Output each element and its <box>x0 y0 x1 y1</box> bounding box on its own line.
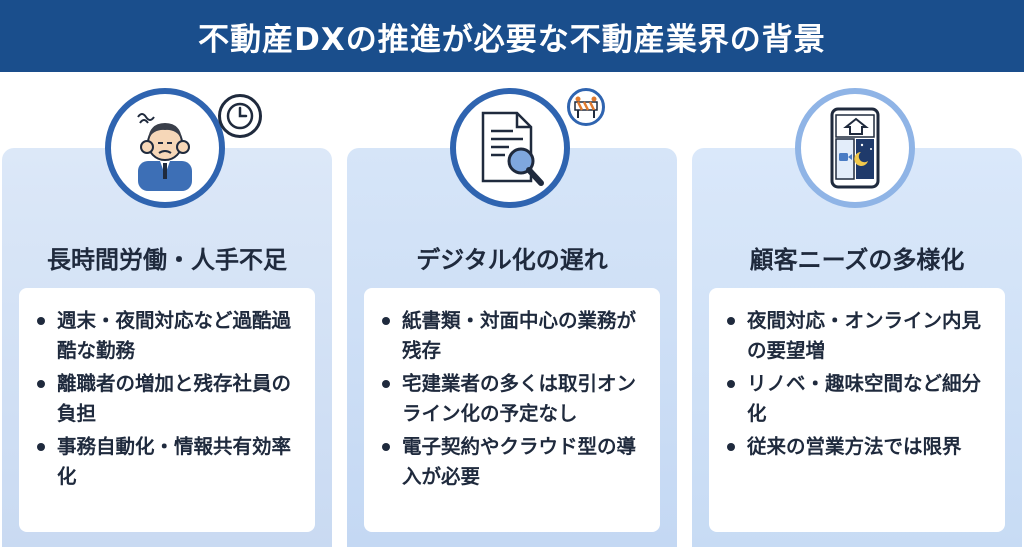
bullet-card: 週末・夜間対応など過酷過酷な勤務 離職者の増加と残存社員の負担 事務自動化・情報… <box>19 288 315 532</box>
bullet-text: 紙書類・対面中心の業務が残存 <box>402 309 637 362</box>
bullet-dot <box>382 317 390 325</box>
bullet-dot <box>37 443 45 451</box>
list-item: 従来の営業方法では限界 <box>725 432 991 462</box>
bullet-card: 夜間対応・オンライン内見の要望増 リノベ・趣味空間など細分化 従来の営業方法では… <box>709 288 1005 532</box>
bullet-text: 電子契約やクラウド型の導入が必要 <box>402 435 637 488</box>
barrier-icon <box>567 88 605 126</box>
bullet-text: 宅建業者の多くは取引オンライン化の予定なし <box>402 372 637 425</box>
list-item: リノベ・趣味空間など細分化 <box>725 369 991 429</box>
bullet-dot <box>727 317 735 325</box>
bullet-dot <box>727 443 735 451</box>
list-item: 紙書類・対面中心の業務が残存 <box>380 306 646 366</box>
bullet-text: リノベ・趣味空間など細分化 <box>747 372 982 425</box>
column-long-hours: 長時間労働・人手不足 週末・夜間対応など過酷過酷な勤務 離職者の増加と残存社員の… <box>2 88 332 547</box>
smartphone-video-home-night-icon <box>795 88 915 208</box>
bullet-dot <box>37 317 45 325</box>
list-item: 離職者の増加と残存社員の負担 <box>35 369 301 429</box>
bullet-list: 週末・夜間対応など過酷過酷な勤務 離職者の増加と残存社員の負担 事務自動化・情報… <box>35 306 301 492</box>
bullet-text: 夜間対応・オンライン内見の要望増 <box>747 309 982 362</box>
bullet-list: 紙書類・対面中心の業務が残存 宅建業者の多くは取引オンライン化の予定なし 電子契… <box>380 306 646 492</box>
bullet-text: 事務自動化・情報共有効率化 <box>57 435 292 488</box>
column-digital-delay: デジタル化の遅れ 紙書類・対面中心の業務が残存 宅建業者の多くは取引オンライン化… <box>347 88 677 547</box>
document-magnifier-icon <box>450 88 570 208</box>
list-item: 週末・夜間対応など過酷過酷な勤務 <box>35 306 301 366</box>
bullet-list: 夜間対応・オンライン内見の要望増 リノベ・趣味空間など細分化 従来の営業方法では… <box>725 306 991 462</box>
page-title: 不動産DXの推進が必要な不動産業界の背景 <box>198 21 826 58</box>
bullet-card: 紙書類・対面中心の業務が残存 宅建業者の多くは取引オンライン化の予定なし 電子契… <box>364 288 660 532</box>
list-item: 電子契約やクラウド型の導入が必要 <box>380 432 646 492</box>
bullet-text: 従来の営業方法では限界 <box>747 435 962 458</box>
stressed-worker-icon <box>105 88 225 208</box>
column-heading: 顧客ニーズの多様化 <box>749 246 965 274</box>
title-banner: 不動産DXの推進が必要な不動産業界の背景 <box>0 0 1024 72</box>
bullet-dot <box>37 380 45 388</box>
list-item: 事務自動化・情報共有効率化 <box>35 432 301 492</box>
list-item: 夜間対応・オンライン内見の要望増 <box>725 306 991 366</box>
column-heading: 長時間労働・人手不足 <box>47 246 287 274</box>
bullet-text: 週末・夜間対応など過酷過酷な勤務 <box>57 309 292 362</box>
column-heading: デジタル化の遅れ <box>416 246 608 274</box>
column-diverse-needs: 顧客ニーズの多様化 夜間対応・オンライン内見の要望増 リノベ・趣味空間など細分化… <box>692 88 1022 547</box>
bullet-text: 離職者の増加と残存社員の負担 <box>57 372 292 425</box>
list-item: 宅建業者の多くは取引オンライン化の予定なし <box>380 369 646 429</box>
bullet-dot <box>382 380 390 388</box>
bullet-dot <box>382 443 390 451</box>
clock-icon <box>218 94 262 138</box>
bullet-dot <box>727 380 735 388</box>
